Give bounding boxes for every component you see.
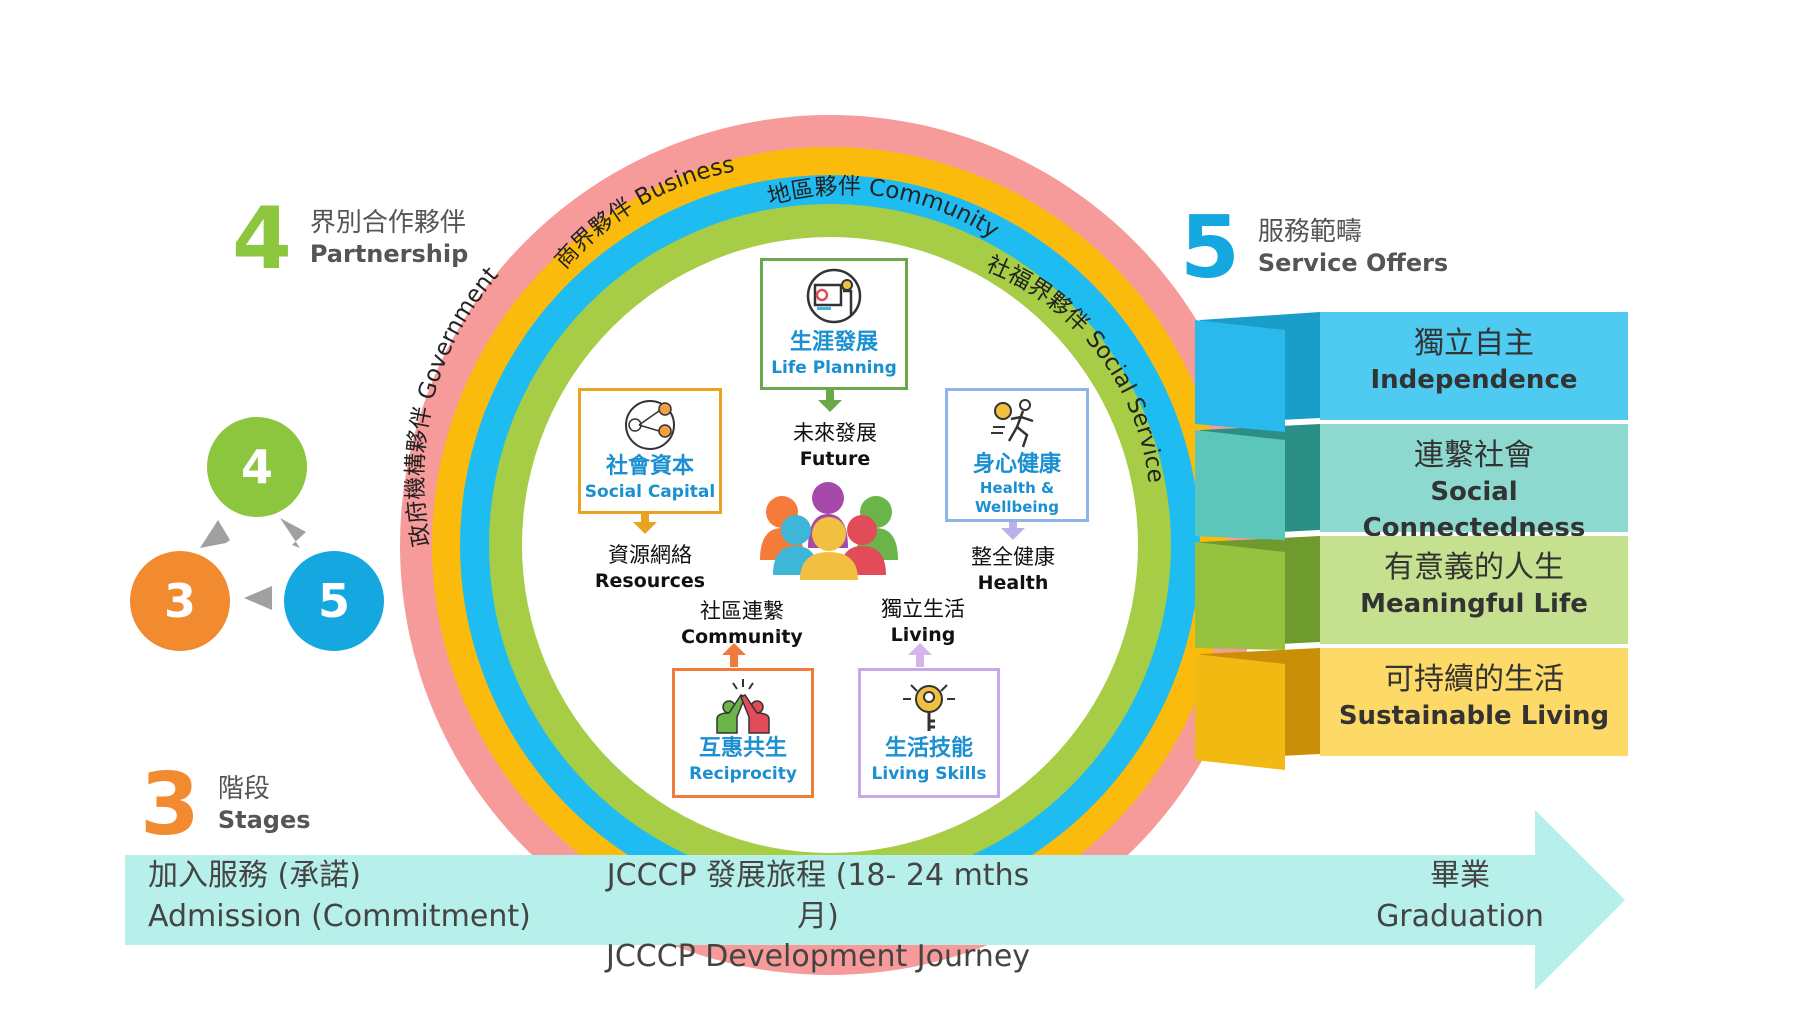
box-health-en1: Health & xyxy=(979,478,1055,497)
journey-admission-en: Admission (Commitment) xyxy=(148,898,531,934)
label-future-zh: 未來發展 xyxy=(793,421,877,445)
partnership-en: Partnership xyxy=(309,240,469,268)
box-life-planning-zh: 生涯發展 xyxy=(789,330,878,355)
box-living-skills-zh: 生活技能 xyxy=(884,736,973,761)
running-person-icon xyxy=(991,399,1034,448)
cycle-circle-4: 4 xyxy=(207,417,307,517)
key-icon xyxy=(903,684,955,731)
network-people-icon xyxy=(625,400,675,450)
cycle-arrow-up xyxy=(200,520,230,548)
box-social-capital-zh: 社會資本 xyxy=(605,454,694,479)
label-living-en: Living xyxy=(890,624,956,647)
label-health-zh: 整全健康 xyxy=(971,545,1055,569)
cycle-circle-3: 3 xyxy=(130,551,230,651)
stages-zh: 階段 xyxy=(217,773,270,804)
journey-development: JCCCP 發展旅程 (18- 24 mths 月) JCCCP Develop… xyxy=(598,856,1038,978)
box-living-skills-en: Living Skills xyxy=(871,763,987,784)
journey-admission: 加入服務 (承諾) Admission (Commitment) xyxy=(148,856,531,937)
offer-meaningful-life-en: Meaningful Life xyxy=(1360,589,1588,619)
box-health-en2: Wellbeing xyxy=(975,498,1059,516)
box-life-planning-en: Life Planning xyxy=(771,357,897,378)
label-community-zh: 社區連繫 xyxy=(700,599,784,623)
box-life-planning: 生涯發展 Life Planning xyxy=(760,258,908,390)
cycle-arrow-down xyxy=(280,518,306,548)
service-offers-number: 5 xyxy=(1180,198,1240,298)
partnership-number: 4 xyxy=(232,189,292,289)
partnership-header: 4 界別合作夥伴 Partnership xyxy=(232,196,468,282)
service-offers-en: Service Offers xyxy=(1257,249,1449,277)
offer-independence: 獨立自主 Independence xyxy=(1320,312,1628,420)
journey-graduation-zh: 畢業 xyxy=(1430,858,1490,893)
box-social-capital-en: Social Capital xyxy=(584,481,716,502)
box-social-capital: 社會資本 Social Capital xyxy=(578,388,722,514)
offer-sustainable-living-zh: 可持續的生活 xyxy=(1384,662,1564,697)
cycle-arrow-left xyxy=(244,586,272,610)
label-health-en: Health xyxy=(977,572,1049,595)
label-living: 獨立生活 Living xyxy=(858,596,988,648)
arrow-social-capital xyxy=(633,510,657,534)
journey-development-zh: JCCCP 發展旅程 (18- 24 mths 月) xyxy=(606,858,1030,934)
box-reciprocity-zh: 互惠共生 xyxy=(698,736,787,761)
service-offers-header: 5 服務範疇 Service Offers xyxy=(1180,205,1448,291)
arrow-life-planning xyxy=(818,388,842,412)
offer-sustainable-living: 可持續的生活 Sustainable Living xyxy=(1320,648,1628,756)
label-living-zh: 獨立生活 xyxy=(881,597,965,621)
people-group-icon xyxy=(760,482,898,580)
partnership-zh: 界別合作夥伴 xyxy=(309,207,466,238)
box-reciprocity: 互惠共生 Reciprocity xyxy=(672,668,814,798)
offer-social-connectedness: 連繫社會 Social Connectedness xyxy=(1320,424,1628,543)
journey-graduation-en: Graduation xyxy=(1376,898,1544,934)
journey-development-en: JCCCP Development Journey xyxy=(605,939,1031,974)
journey-arrow xyxy=(125,810,1625,990)
arrow-health xyxy=(1001,518,1025,540)
box-living-skills: 生活技能 Living Skills xyxy=(858,668,1000,798)
stages-en: Stages xyxy=(217,806,311,834)
box-health-wellbeing: 身心健康 Health & Wellbeing xyxy=(945,388,1089,522)
label-resources-zh: 資源網絡 xyxy=(608,543,692,567)
journey-admission-zh: 加入服務 (承諾) xyxy=(148,858,361,893)
stages-number: 3 xyxy=(140,755,200,855)
box-health-zh: 身心健康 xyxy=(972,452,1061,477)
career-board-icon xyxy=(806,268,862,324)
box-reciprocity-en: Reciprocity xyxy=(689,763,797,784)
label-resources-en: Resources xyxy=(594,570,706,593)
offer-social-connectedness-zh: 連繫社會 xyxy=(1414,438,1534,473)
offer-meaningful-life-zh: 有意義的人生 xyxy=(1384,550,1564,585)
offer-independence-zh: 獨立自主 xyxy=(1414,326,1534,361)
offer-face-3 xyxy=(1195,542,1285,650)
service-offers-zh: 服務範疇 xyxy=(1257,216,1362,247)
label-resources: 資源網絡 Resources xyxy=(580,542,720,594)
label-future: 未來發展 Future xyxy=(770,420,900,472)
offer-independence-en: Independence xyxy=(1370,365,1578,395)
offer-face-2 xyxy=(1195,430,1285,540)
journey-graduation: 畢業 Graduation xyxy=(1375,856,1545,937)
offer-face-4 xyxy=(1195,654,1285,770)
arrow-reciprocity xyxy=(722,643,746,667)
label-health: 整全健康 Health xyxy=(948,544,1078,596)
stages-header: 3 階段 Stages xyxy=(140,762,311,848)
arrow-living-skills xyxy=(908,643,932,667)
offer-sustainable-living-en: Sustainable Living xyxy=(1338,701,1610,731)
high-five-icon xyxy=(716,679,770,734)
label-community-en: Community xyxy=(681,626,803,649)
cycle-circle-5: 5 xyxy=(284,551,384,651)
offer-face-1 xyxy=(1195,320,1285,432)
label-future-en: Future xyxy=(799,448,871,471)
offer-meaningful-life: 有意義的人生 Meaningful Life xyxy=(1320,536,1628,644)
label-community: 社區連繫 Community xyxy=(672,598,812,650)
